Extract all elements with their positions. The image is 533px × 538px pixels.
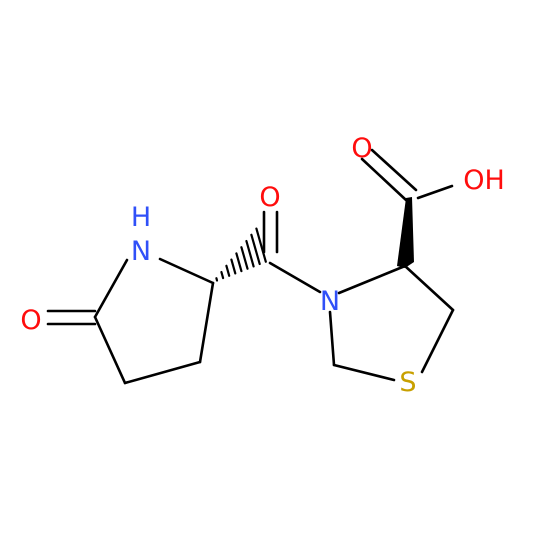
lactam-oxygen-label: O [20, 305, 41, 336]
acid-carbonyl-oxygen-label: O [351, 133, 372, 164]
hash-2 [220, 270, 225, 280]
hash-1 [215, 277, 219, 282]
bond-c5-n1 [93, 258, 129, 319]
bond-camide-n [268, 261, 322, 294]
bond-n-c4 [337, 264, 407, 295]
thiazolidine-sulfur-label: S [399, 367, 416, 398]
hash-9 [255, 227, 267, 263]
hash-4 [230, 258, 237, 275]
acid-co-bond-1 [360, 157, 408, 202]
bond-c3-c4 [123, 360, 202, 385]
hash-7 [245, 239, 255, 268]
hash-6 [240, 246, 249, 270]
bonds [46, 148, 455, 385]
bond-c5-s [420, 308, 455, 374]
amide-oxygen-label: O [259, 182, 280, 213]
hash-5 [235, 252, 243, 273]
bond-c2-c3 [198, 281, 215, 364]
ring-nitrogen-hydrogen-label: H [131, 202, 151, 233]
acid-hydroxyl-label: OH [463, 165, 505, 196]
acid-co-bond-2 [370, 148, 418, 192]
bond-c4-c5 [93, 315, 127, 385]
thiazolidine-nitrogen-label: N [320, 286, 340, 317]
solid-wedge-bond [397, 197, 414, 268]
bond-c4-c5 [403, 264, 455, 312]
hash-8 [250, 233, 261, 266]
bond-s-c2 [332, 363, 396, 382]
bond-c2-n [328, 310, 336, 367]
ring-nitrogen-label: N [131, 236, 151, 267]
bond-n1-c2 [158, 257, 215, 285]
hashed-wedge-bond [215, 227, 267, 282]
hash-3 [225, 264, 231, 277]
acid-c-oh-bond [416, 184, 454, 200]
